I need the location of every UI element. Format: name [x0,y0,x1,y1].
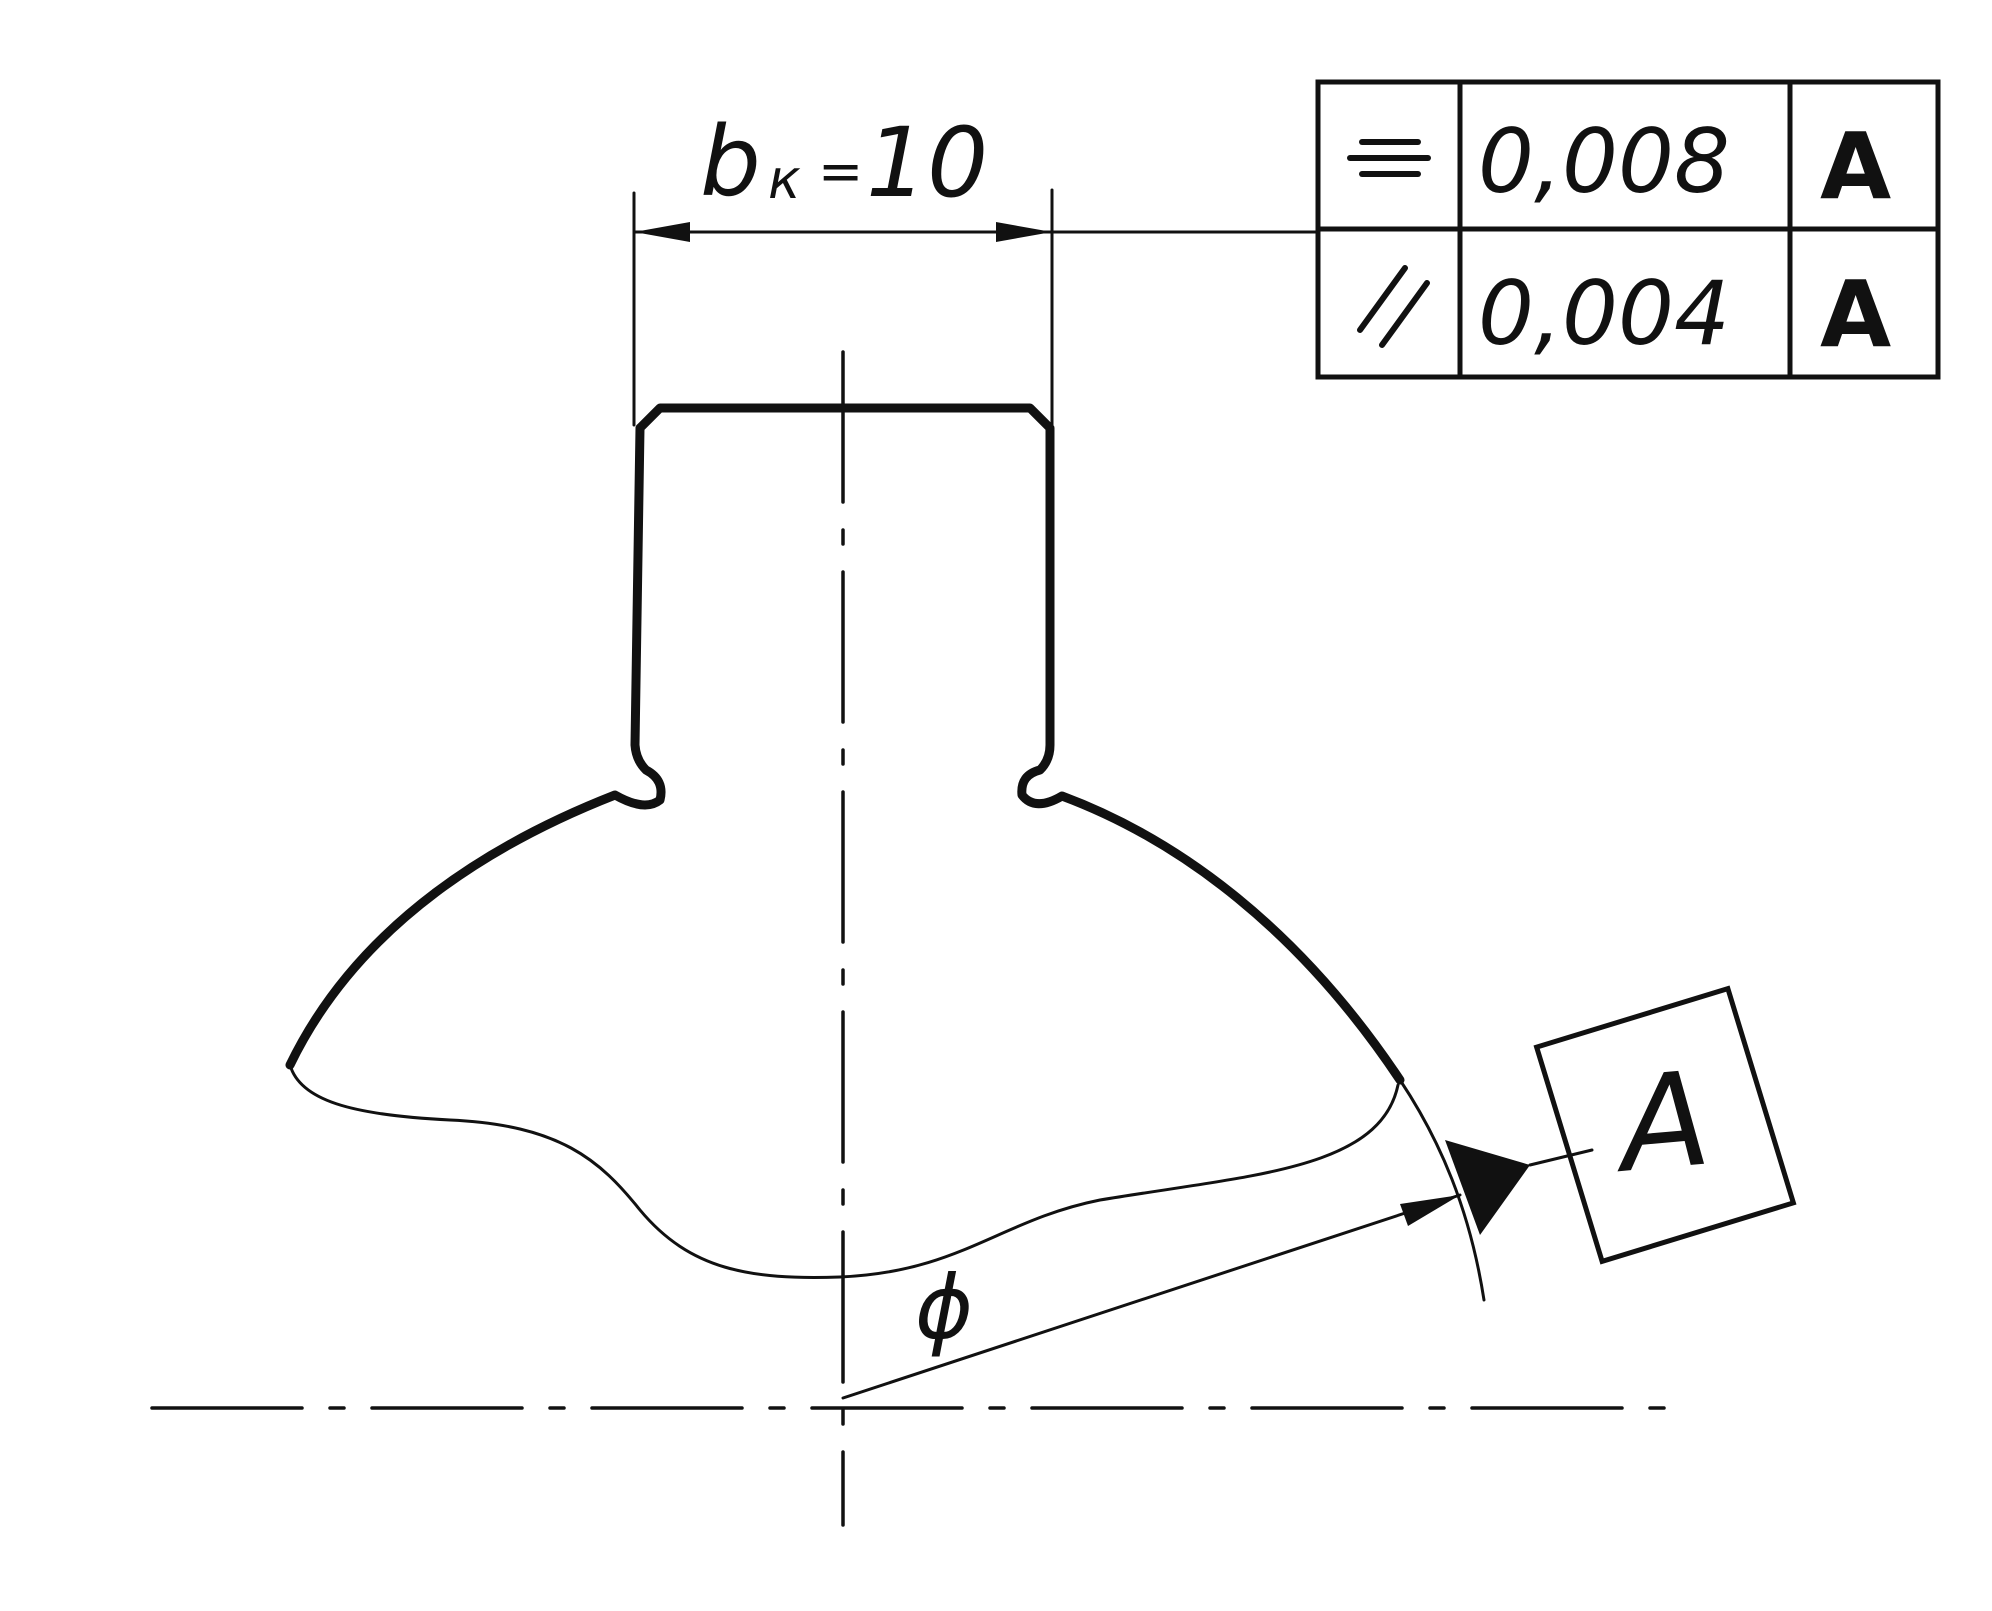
angle-label: ϕ [915,1256,973,1359]
tooth-profile-left [635,403,1405,1085]
datum-label: A [1607,1042,1716,1202]
tolerance-frame: 0,008 A 0,004 A [1315,79,1941,380]
dimension-arrow-left [634,222,690,242]
symmetry-icon [1347,139,1431,177]
datum-triangle [1445,1140,1530,1235]
dimension-subscript: к [768,148,801,211]
dimension-arrow-right [996,222,1052,242]
datum-ref-1: A [1820,113,1891,220]
radial-arrow [1400,1195,1460,1226]
radial-line [841,1193,1462,1400]
tolerance-value-2: 0,004 [1478,262,1730,365]
tooth-profile-right [285,423,666,1070]
dimension-equals: = [818,140,863,203]
datum-leader [1528,1148,1594,1167]
datum-ref-2: A [1820,261,1891,368]
dimension-value: 10 [866,107,988,219]
dimension-symbol: b [700,106,761,218]
tolerance-value-1: 0,008 [1478,110,1730,213]
datum-box: A [1533,985,1797,1265]
parallelism-icon [1357,265,1430,348]
break-line [288,1063,1400,1279]
tip-circle-arc [1398,1078,1486,1302]
